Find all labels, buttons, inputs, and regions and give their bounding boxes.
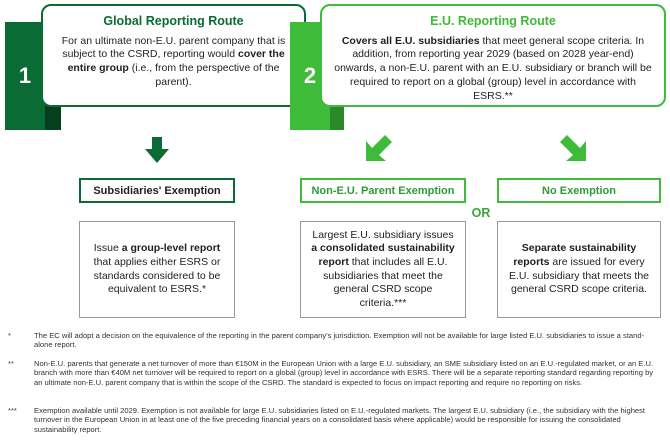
exemption-body-non-eu-parent: Largest E.U. subsidiary issues a consoli… [300, 221, 466, 318]
route1-title: Global Reporting Route [103, 14, 244, 28]
footnote-2: ** Non-E.U. parents that generate a net … [8, 359, 654, 387]
arrow-down-left-icon [366, 135, 392, 161]
route1-description: For an ultimate non-E.U. parent company … [61, 34, 286, 89]
exemption-header-no-exemption: No Exemption [497, 178, 661, 203]
arrow-down-right-icon [560, 135, 586, 161]
route2-description: Covers all E.U. subsidiaries that meet g… [334, 34, 652, 102]
exemption-header-subsidiaries: Subsidiaries' Exemption [79, 178, 235, 203]
route2-title: E.U. Reporting Route [430, 14, 556, 28]
route1-number-badge: 1 [5, 22, 45, 130]
route2-number: 2 [303, 63, 317, 88]
route1-card: Global Reporting Route For an ultimate n… [41, 4, 306, 107]
route2-card: E.U. Reporting Route Covers all E.U. sub… [320, 4, 666, 107]
footnote-1: * The EC will adopt a decision on the eq… [8, 331, 645, 350]
footnote-3: *** Exemption available until 2029. Exem… [8, 406, 646, 434]
route2-block: 2 E.U. Reporting Route Covers all E.U. s… [290, 2, 668, 130]
exemption-header-non-eu-parent: Non-E.U. Parent Exemption [300, 178, 466, 203]
route1-block: 1 Global Reporting Route For an ultimate… [5, 2, 306, 130]
exemption-body-subsidiaries: Issue a group-level report that applies … [79, 221, 235, 318]
route1-number: 1 [18, 63, 32, 88]
or-label: OR [471, 206, 491, 220]
arrow-down-icon [145, 137, 169, 163]
exemption-body-no-exemption: Separate sustainability reports are issu… [497, 221, 661, 318]
